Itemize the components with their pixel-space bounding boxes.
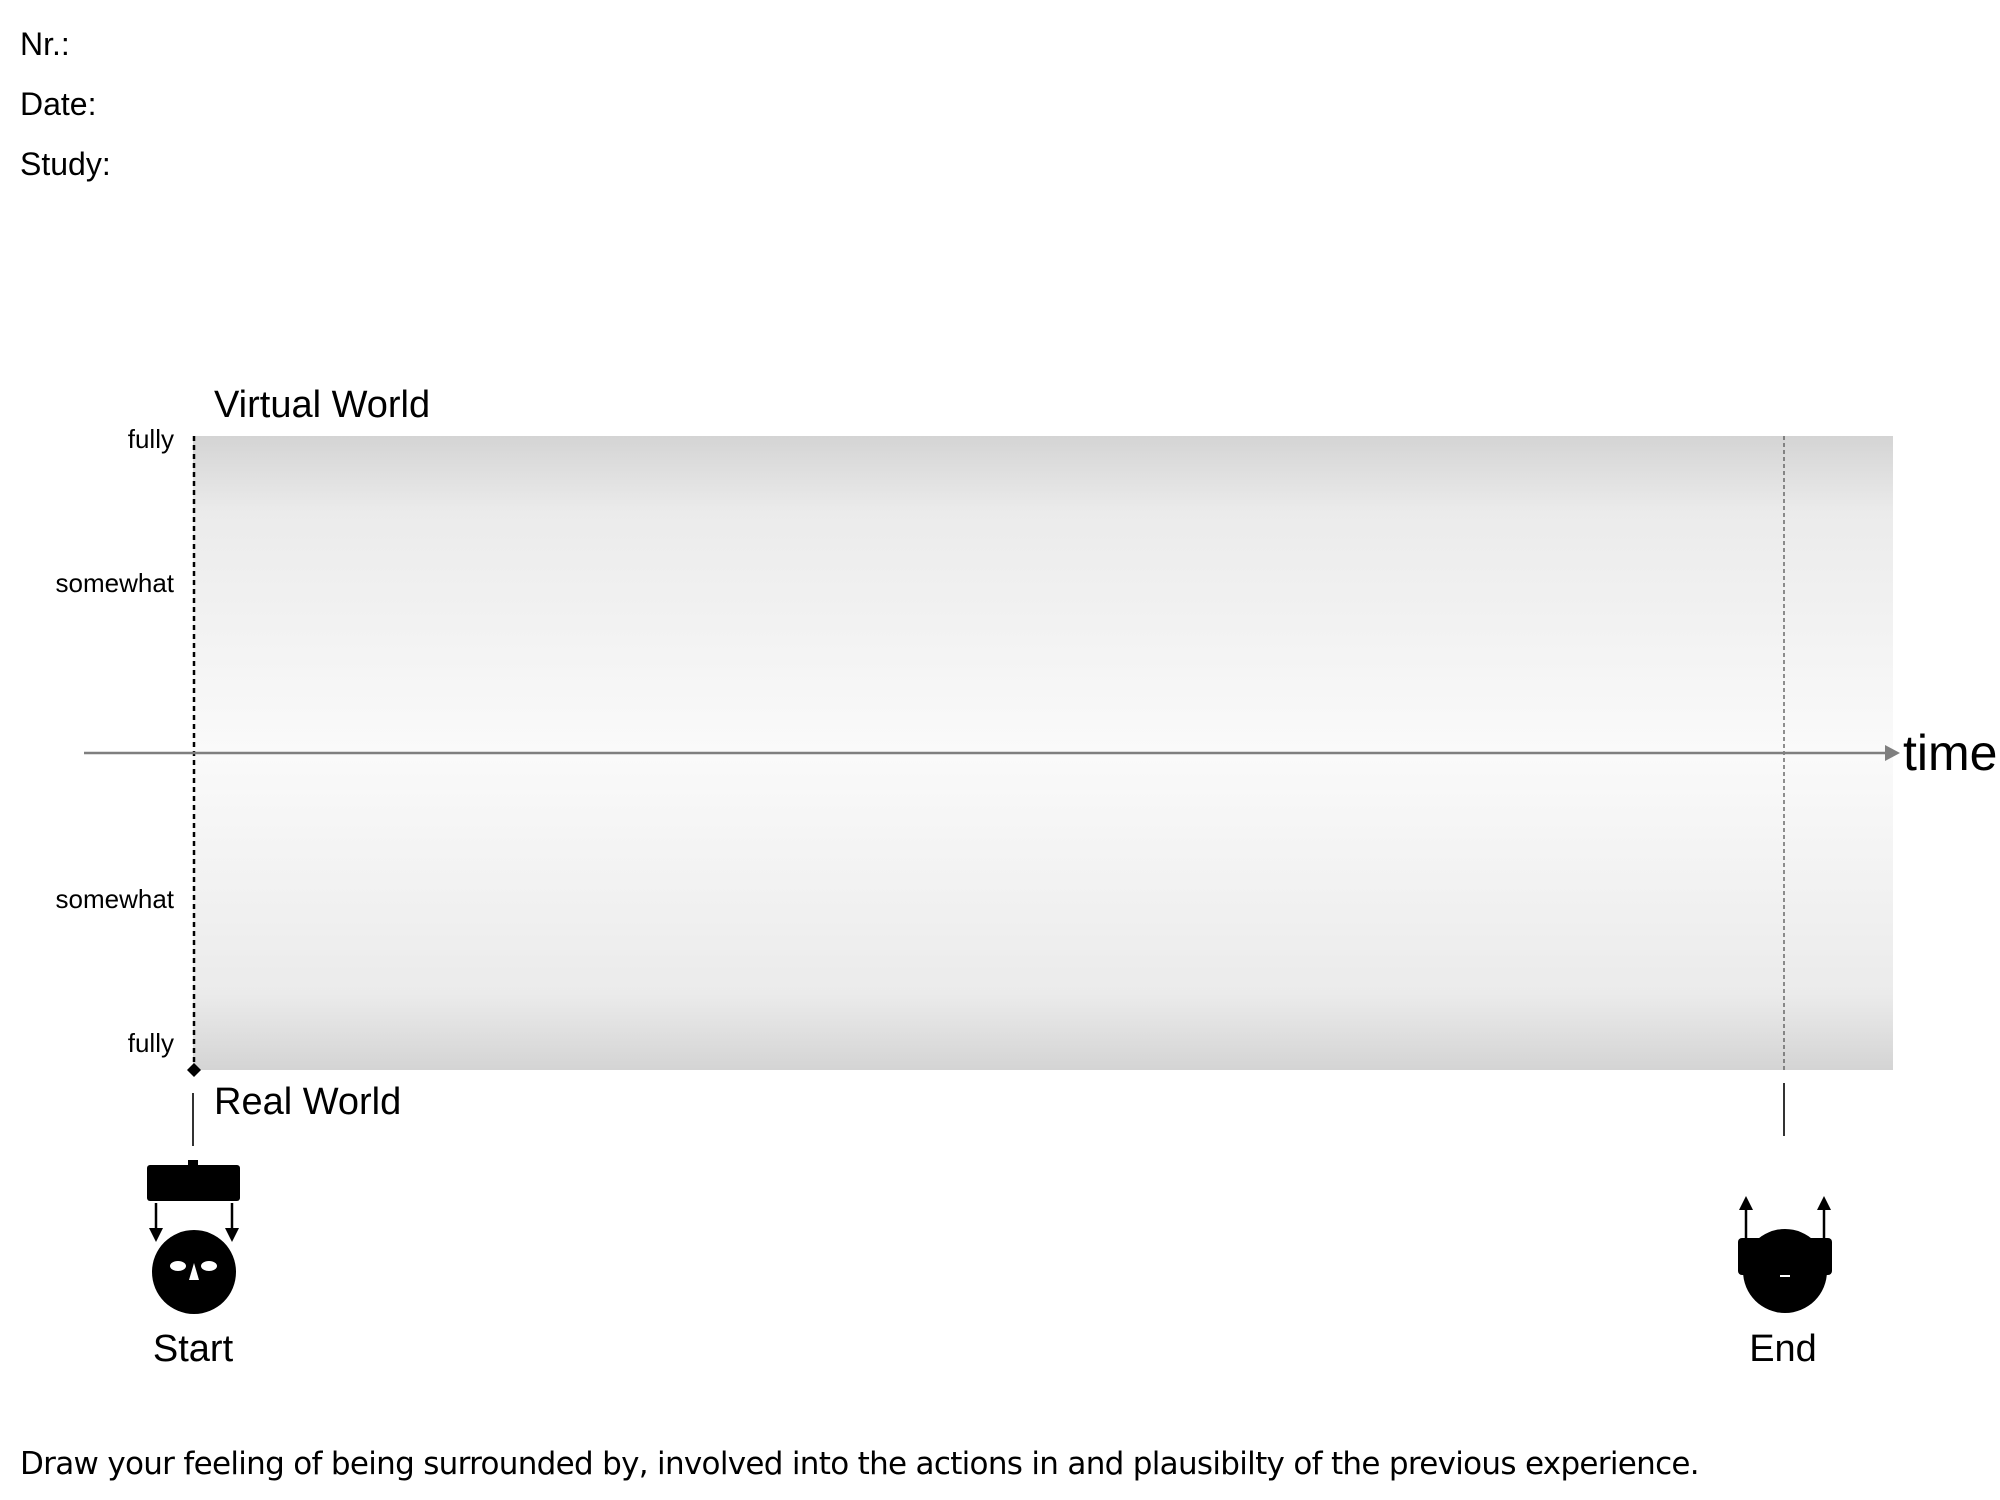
- study-label: Study:: [20, 146, 111, 182]
- origin-diamond-icon: [187, 1063, 201, 1077]
- time-arrow-icon: [1885, 745, 1900, 761]
- start-label: Start: [152, 1328, 234, 1370]
- tick-somewhat-virtual: somewhat: [55, 568, 175, 598]
- tick-fully-real: fully: [127, 1028, 174, 1058]
- virtual-world-label: Virtual World: [214, 384, 431, 426]
- time-axis-label: time: [1903, 725, 1998, 781]
- real-world-label: Real World: [214, 1081, 402, 1123]
- end-label: End: [1749, 1328, 1817, 1370]
- participant-number-label: Nr.:: [20, 26, 70, 62]
- date-label: Date:: [20, 86, 97, 122]
- tick-fully-virtual: fully: [127, 424, 174, 454]
- instruction-text: Draw your feeling of being surrounded by…: [20, 1446, 1700, 1482]
- tick-somewhat-real: somewhat: [55, 884, 175, 914]
